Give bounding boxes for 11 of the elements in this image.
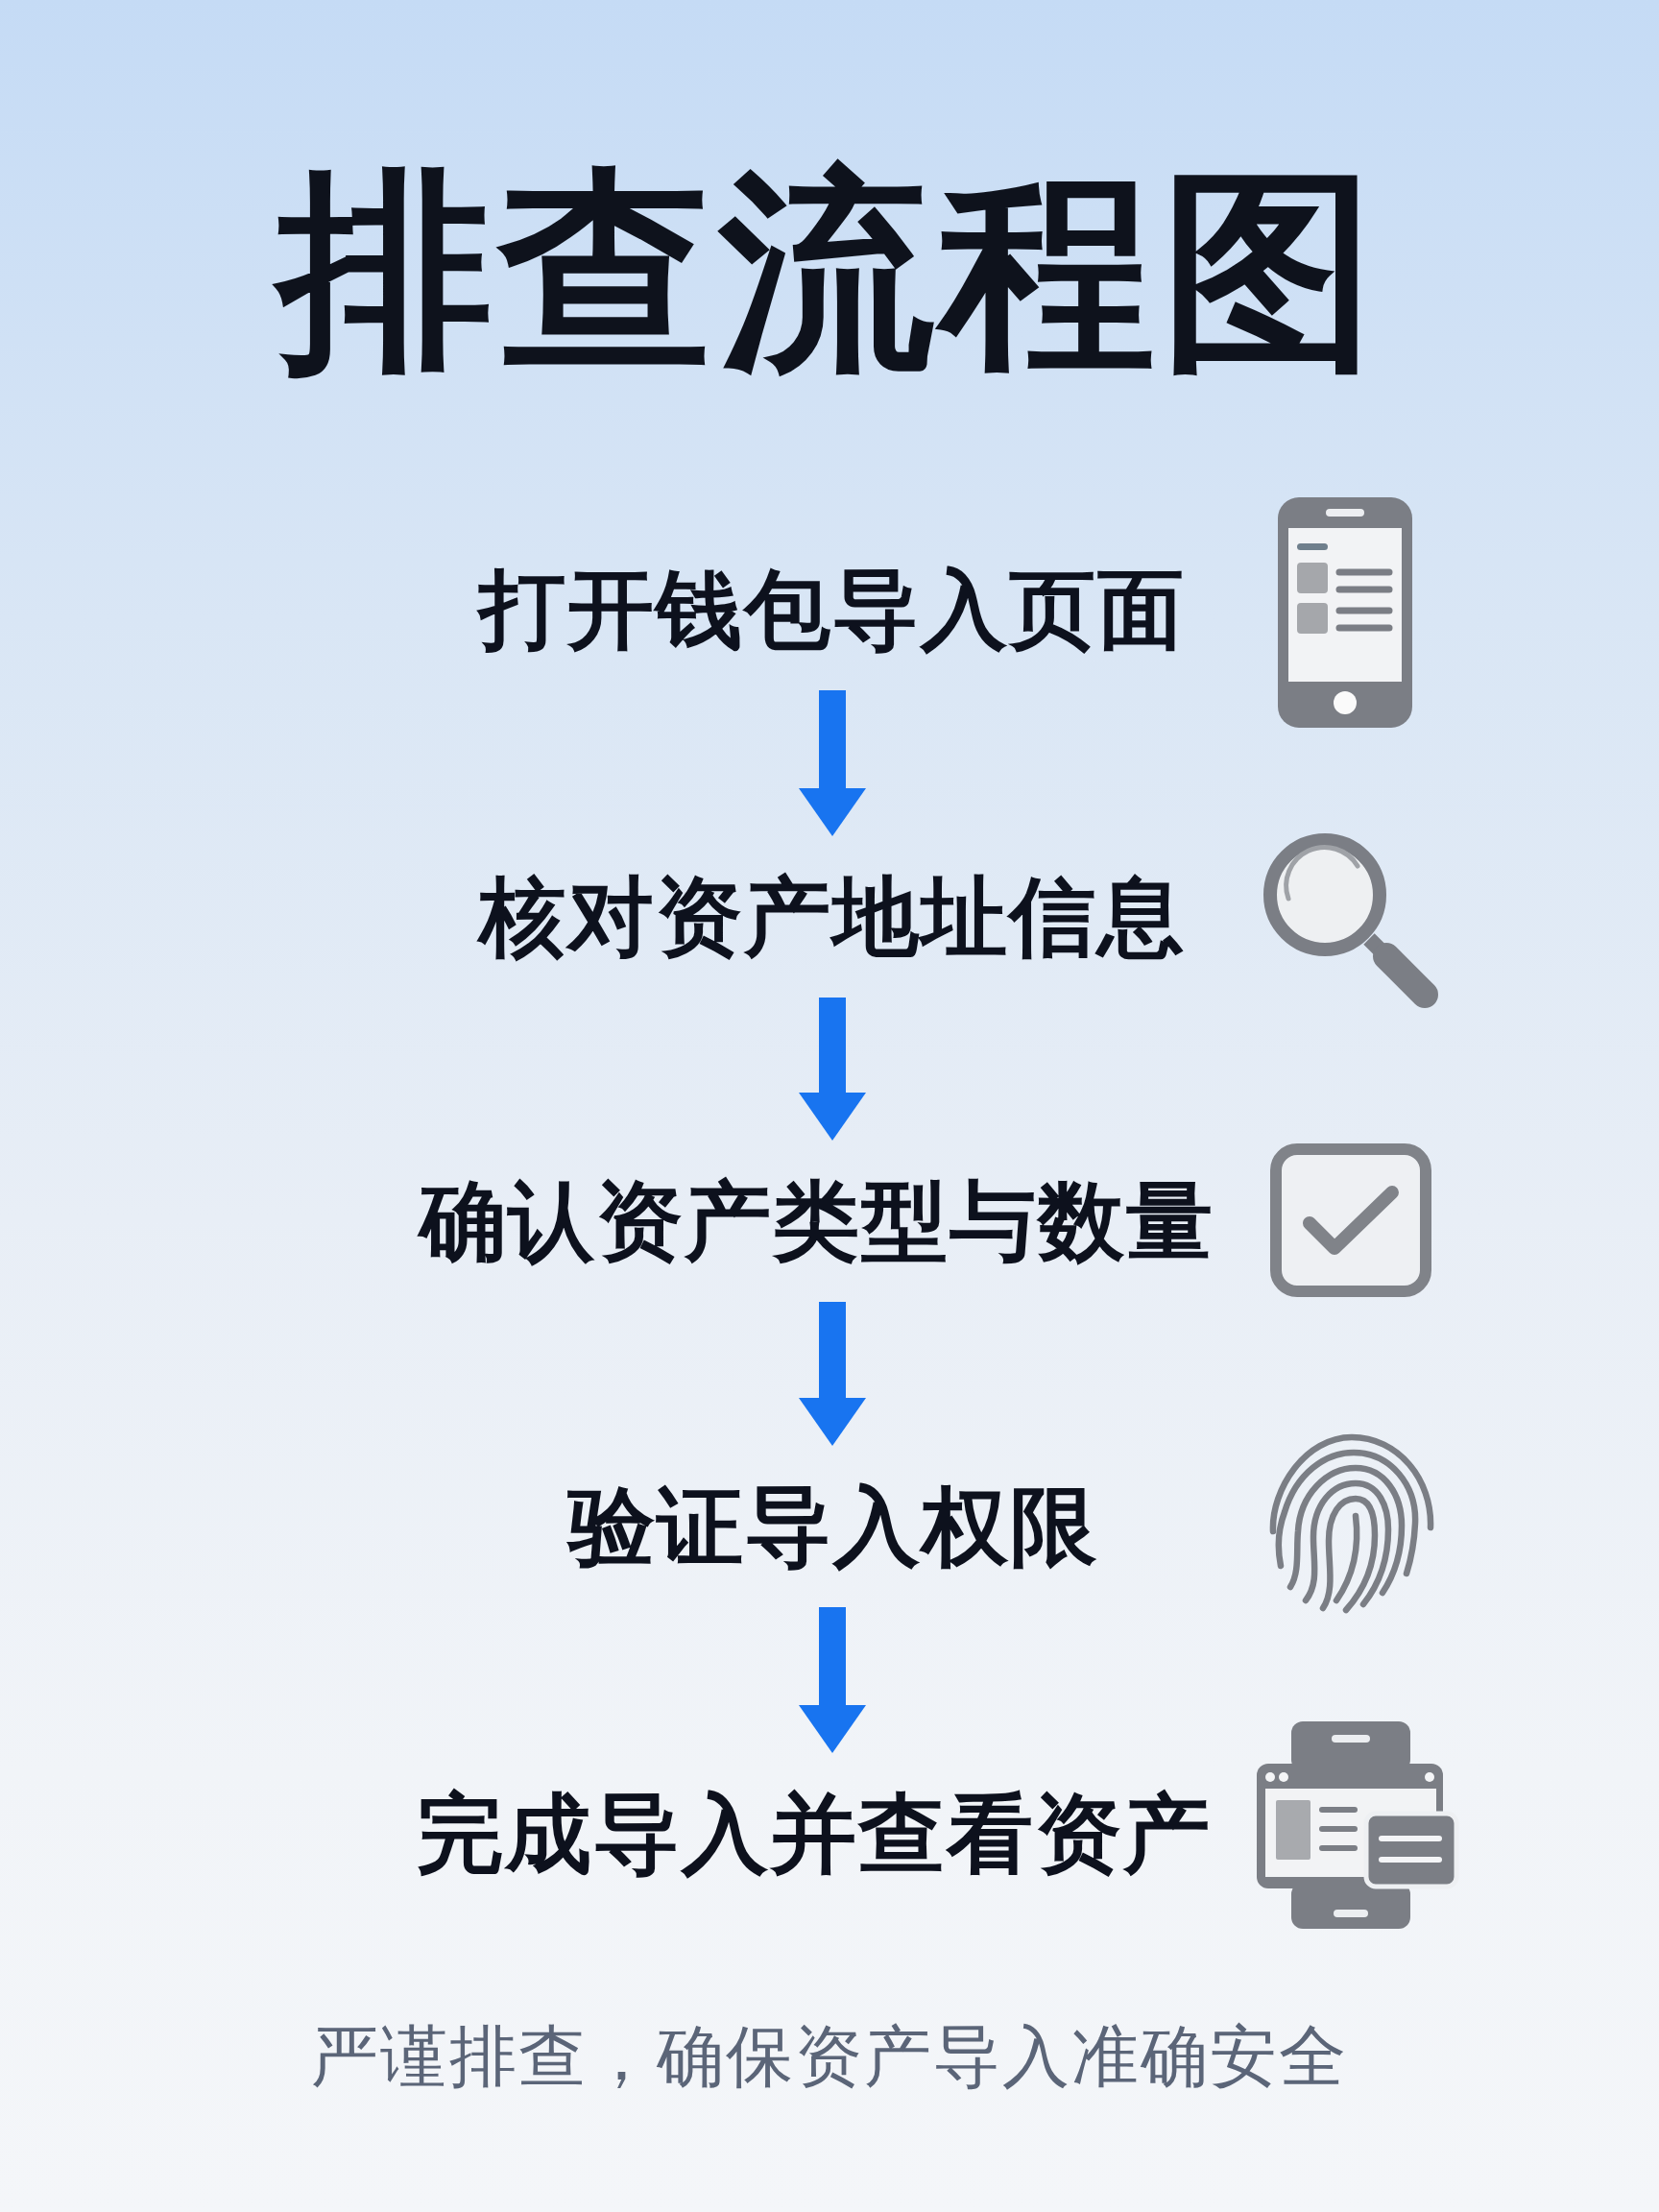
step-text: 核对资产地址信息 xyxy=(475,865,1190,969)
step-text: 完成导入并查看资产 xyxy=(413,1782,1215,1886)
arrow xyxy=(799,1607,866,1753)
arrow xyxy=(799,998,866,1141)
step-text: 确认资产类型与数量 xyxy=(416,1169,1218,1273)
arrow xyxy=(799,690,866,836)
step-text: 打开钱包导入页面 xyxy=(475,558,1190,661)
step-text: 验证导入权限 xyxy=(565,1475,1102,1578)
caption: 严谨排查，确保资产导入准确安全 xyxy=(310,2016,1349,2097)
title: 排查流程图 xyxy=(258,152,1401,393)
arrow xyxy=(799,1302,866,1446)
